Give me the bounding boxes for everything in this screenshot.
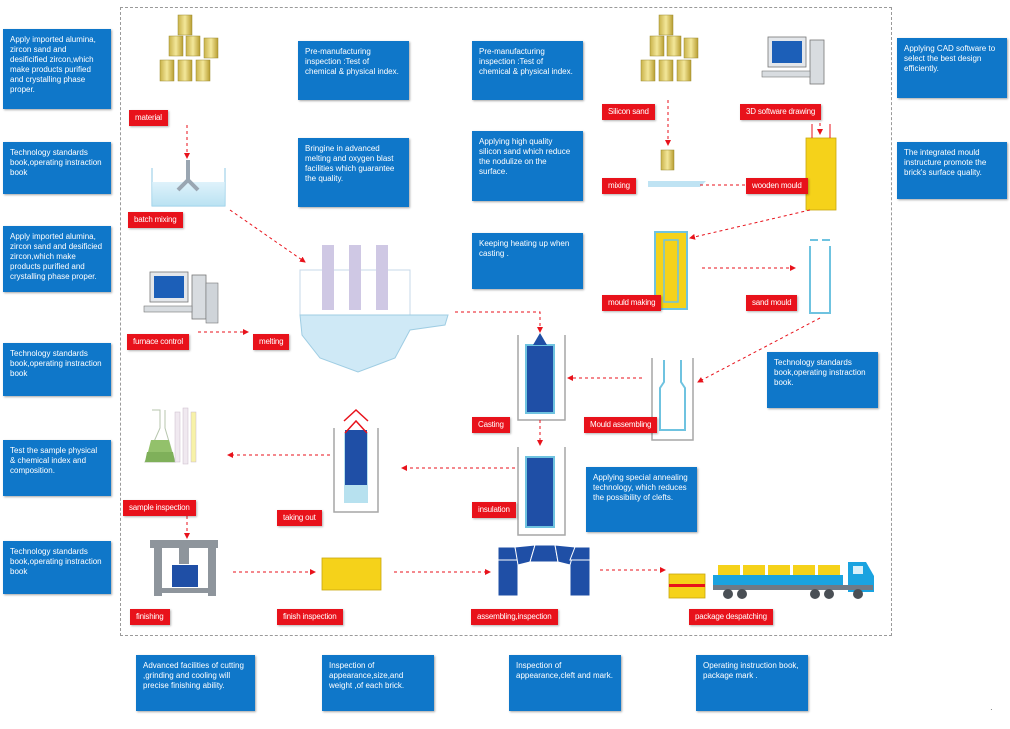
assembled-arch-icon: [497, 544, 591, 597]
tag-sample-inspection: sample inspection: [123, 500, 196, 516]
tag-mould-making: mould making: [602, 295, 662, 311]
tag-furnace-control: furnace control: [127, 334, 189, 350]
note-left-6: Technology standards book,operating inst…: [3, 541, 111, 594]
note-annealing: Applying special annealing technology, w…: [586, 467, 697, 532]
melting-furnace-icon: [299, 245, 449, 373]
tag-finish-inspection: finish inspection: [277, 609, 343, 625]
tag-finishing: finishing: [130, 609, 170, 625]
tag-taking-out: taking out: [277, 510, 322, 526]
batch-mixing-tank-icon: [151, 160, 226, 207]
note-heating: Keeping heating up when casting .: [472, 233, 583, 289]
tag-assembling-inspection: assembling,inspection: [471, 609, 558, 625]
sample-flask-icon: [144, 407, 197, 465]
pallet-icon: [668, 573, 706, 599]
insulation-icon: [517, 447, 566, 536]
computer-icon-left: [143, 271, 219, 324]
flow-arrows: [184, 100, 823, 575]
tag-mould-assembling: Mould assembling: [584, 417, 658, 433]
taking-out-icon: [333, 408, 379, 513]
finished-brick-icon: [321, 557, 382, 591]
truck-icon: [713, 562, 874, 599]
mixing-can-icon: [660, 149, 675, 171]
tag-insulation: insulation: [472, 502, 516, 518]
wooden-mould-icon: [805, 124, 837, 211]
finishing-machine-icon: [150, 540, 218, 596]
note-inspection-1: Pre-manufacturing inspection :Test of ch…: [298, 41, 409, 100]
computer-icon-right: [761, 36, 825, 85]
note-advanced-melting: Bringine in advanced melting and oxygen …: [298, 138, 409, 207]
silicon-sand-cans-icon: [640, 14, 699, 82]
note-left-1: Apply imported alumina, zircon sand and …: [3, 29, 111, 109]
tag-material: material: [129, 110, 168, 126]
sand-mould-icon: [809, 239, 831, 314]
note-left-3: Apply imported alumina, zircon sand and …: [3, 226, 111, 292]
tag-silicon-sand: Silicon sand: [602, 104, 655, 120]
note-right-3: Technology standards book,operating inst…: [767, 352, 878, 408]
note-bottom-2: Inspection of appearance,size,and weight…: [322, 655, 434, 711]
note-silicon-sand: Applying high quality silicon sand which…: [472, 131, 583, 201]
tag-batch-mixing: batch mixing: [128, 212, 183, 228]
note-inspection-2: Pre-manufacturing inspection :Test of ch…: [472, 41, 583, 100]
tag-sand-mould: sand mould: [746, 295, 798, 311]
tag-mixing: mixing: [602, 178, 636, 194]
material-cans-icon: [159, 14, 219, 82]
corner-mark: ·: [990, 705, 993, 714]
note-bottom-4: Operating instruction book, package mark…: [696, 655, 808, 711]
note-left-4: Technology standards book,operating inst…: [3, 343, 111, 396]
tag-3d-drawing: 3D software drawing: [740, 104, 822, 120]
note-left-2: Technology standards book,operating inst…: [3, 142, 111, 194]
tag-package-despatching: package despatching: [689, 609, 773, 625]
tag-casting: Casting: [472, 417, 510, 433]
note-left-5: Test the sample physical & chemical inde…: [3, 440, 111, 496]
note-bottom-3: Inspection of appearance,cleft and mark.: [509, 655, 621, 711]
note-bottom-1: Advanced facilities of cutting ,grinding…: [136, 655, 255, 711]
casting-icon: [517, 333, 566, 421]
process-frame: [120, 7, 892, 636]
note-right-1: Applying CAD software to select the best…: [897, 38, 1007, 98]
tag-wooden-mould: wooden mould: [746, 178, 808, 194]
note-right-2: The integrated mould instructure promote…: [897, 142, 1007, 199]
mould-assembling-icon: [651, 358, 694, 441]
mixing-tray-icon: [648, 181, 706, 187]
tag-melting: melting: [253, 334, 290, 350]
